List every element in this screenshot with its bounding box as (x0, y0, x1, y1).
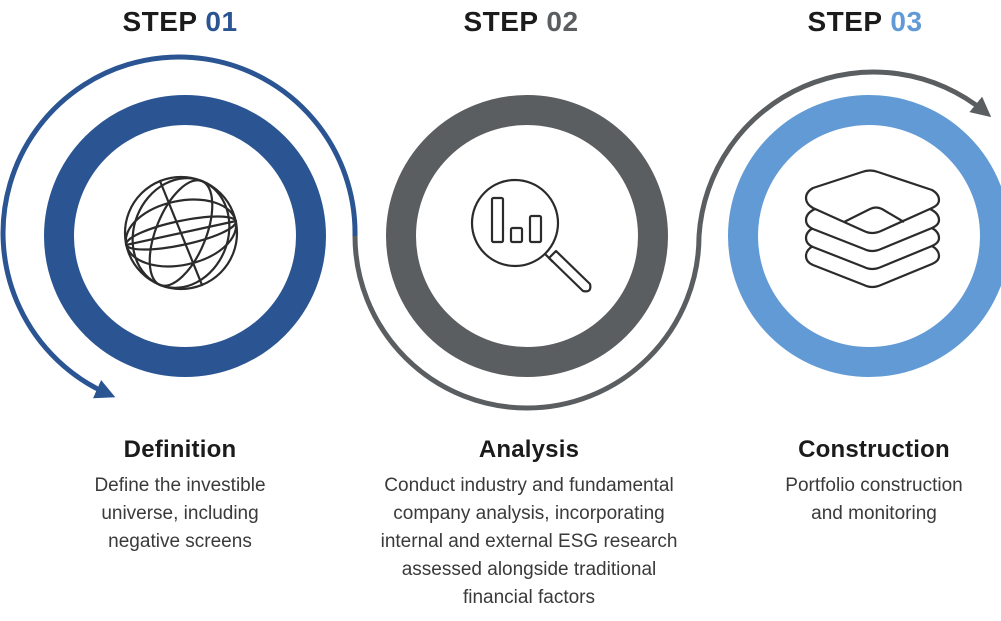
step1-header: STEP 01 (60, 6, 300, 38)
step1-title: Definition (123, 436, 237, 463)
step2-connector-arc (352, 235, 702, 411)
layers-icon (804, 169, 941, 289)
magnifier-bar-chart-icon (470, 178, 592, 293)
step3-word: STEP (807, 6, 883, 37)
step1-description: Define the investible universe, includin… (94, 475, 266, 552)
step3-title: Construction (798, 436, 950, 463)
step1-caption: Definition Define the investible univers… (40, 436, 320, 556)
step2-number: 02 (546, 6, 579, 37)
step2-caption: Analysis Conduct industry and fundamenta… (339, 436, 719, 612)
globe-icon (123, 175, 239, 291)
step2-ring (386, 95, 668, 377)
step1-ring (44, 95, 326, 377)
step3-description: Portfolio construction and monitoring (785, 475, 963, 524)
step2-word: STEP (463, 6, 539, 37)
step3-number: 03 (890, 6, 923, 37)
step1-word: STEP (122, 6, 198, 37)
step2-title: Analysis (478, 436, 580, 463)
step3-caption: Construction Portfolio construction and … (739, 436, 1001, 528)
step3-header: STEP 03 (745, 6, 985, 38)
step2-description: Conduct industry and fundamental company… (380, 475, 678, 608)
step3-connector-arc (696, 69, 992, 237)
step1-connector-arc (0, 54, 358, 399)
step2-header: STEP 02 (401, 6, 641, 38)
step1-number: 01 (205, 6, 238, 37)
